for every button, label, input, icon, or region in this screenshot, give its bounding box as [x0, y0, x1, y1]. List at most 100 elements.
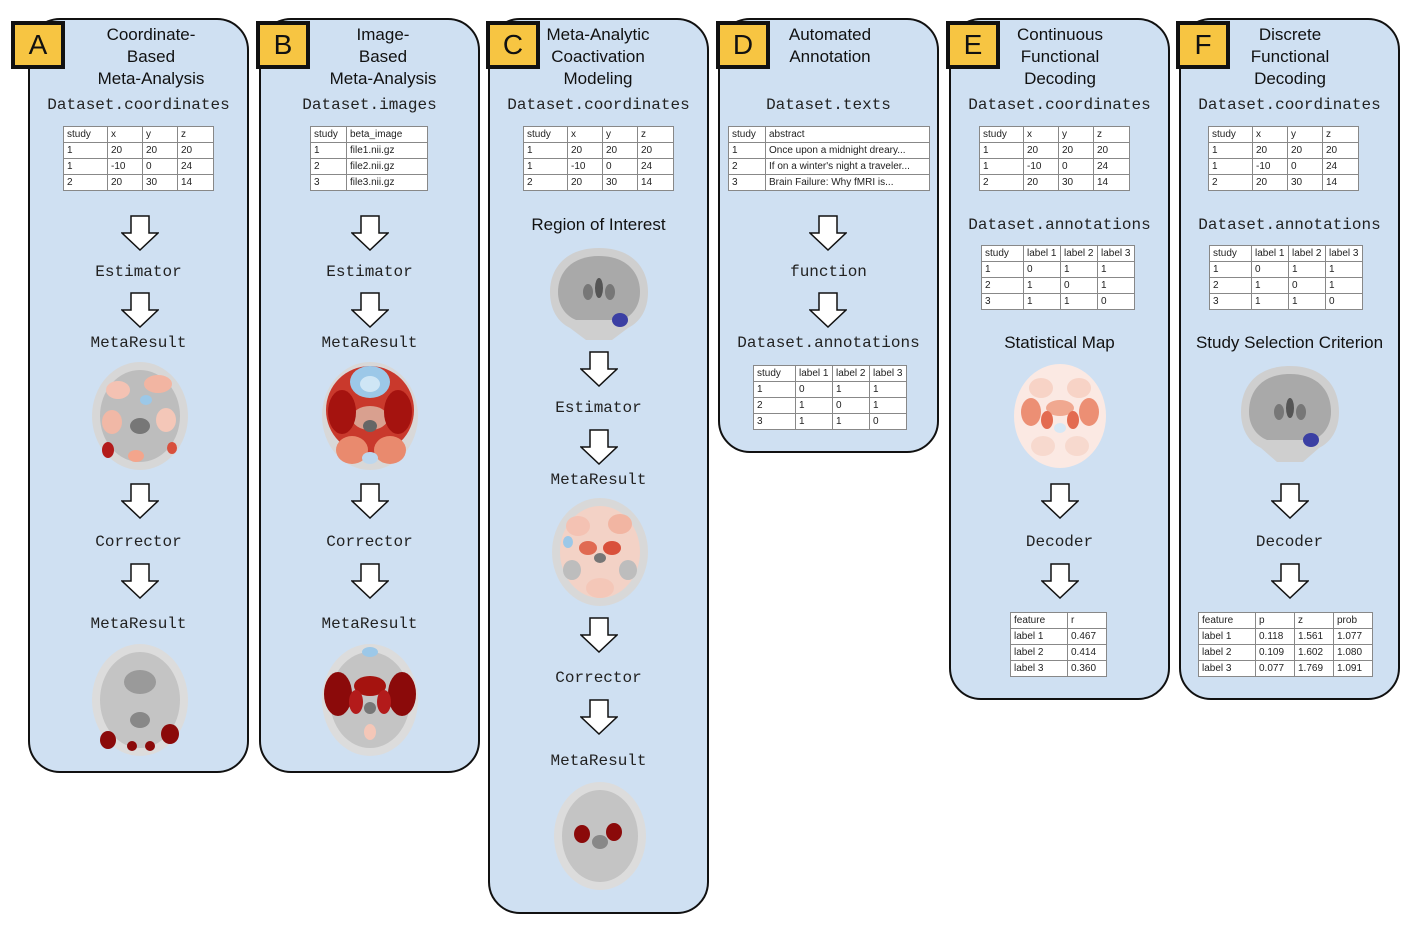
panel-f-decoder-label: Decoder: [1255, 533, 1324, 551]
panel-e-annotations-label: Dataset.annotations: [968, 216, 1151, 234]
panel-d-function-label: function: [790, 263, 867, 281]
panel-d-title: Automated Annotation: [788, 25, 872, 66]
panel-d-dataset-label: Dataset.texts: [766, 96, 891, 114]
down-arrow-icon: [580, 429, 618, 465]
table-header-row: study label 1 label 2 label 3: [1209, 245, 1363, 262]
panel-b-step-corrector: Corrector: [326, 533, 413, 551]
down-arrow-icon: [121, 563, 159, 599]
table-header-row: feature r: [1010, 612, 1107, 629]
axial-statistical-map-image: [1014, 364, 1106, 468]
axial-brain-map-image: [552, 498, 648, 606]
down-arrow-icon: [351, 483, 389, 519]
down-arrow-icon: [121, 483, 159, 519]
panel-d-badge: D: [716, 21, 770, 69]
panel-f-dataset-label: Dataset.coordinates: [1198, 96, 1381, 114]
axial-brain-map-image: [554, 782, 646, 890]
panel-b-step-estimator: Estimator: [326, 263, 413, 281]
panel-c-roi-label: Region of Interest: [531, 215, 666, 234]
down-arrow-icon: [1041, 483, 1079, 519]
down-arrow-icon: [809, 292, 847, 328]
panel-a-step-corrector: Corrector: [95, 533, 182, 551]
panel-b-step-metaresult-corrected: MetaResult: [321, 615, 418, 633]
table-header-row: feature p z prob: [1198, 612, 1373, 629]
panel-a-title: Coordinate- Based Meta-Analysis: [97, 25, 205, 88]
panel-b-step-metaresult: MetaResult: [321, 334, 418, 352]
panel-d-output-label: Dataset.annotations: [737, 334, 920, 352]
table-header-row: study x y z: [63, 126, 214, 143]
down-arrow-icon: [1271, 483, 1309, 519]
panel-b-dataset-label: Dataset.images: [302, 96, 437, 114]
table-header-row: study label 1 label 2 label 3: [981, 245, 1135, 262]
axial-brain-map-image: [92, 362, 188, 470]
down-arrow-icon: [121, 292, 159, 328]
panel-f-annotations-label: Dataset.annotations: [1198, 216, 1381, 234]
down-arrow-icon: [1041, 563, 1079, 599]
panel-c-badge: C: [486, 21, 540, 69]
down-arrow-icon: [121, 215, 159, 251]
panel-c-step-estimator: Estimator: [555, 399, 642, 417]
down-arrow-icon: [351, 215, 389, 251]
table-header-row: study x y z: [1208, 126, 1359, 143]
panel-e-decoder-label: Decoder: [1025, 533, 1094, 551]
panel-e-title: Continuous Functional Decoding: [1016, 25, 1103, 88]
down-arrow-icon: [351, 292, 389, 328]
panel-f-badge: F: [1176, 21, 1230, 69]
panel-e-badge: E: [946, 21, 1000, 69]
panel-c-step-metaresult-corrected: MetaResult: [550, 752, 647, 770]
panel-b-title: Image- Based Meta-Analysis: [329, 25, 437, 88]
panel-a-badge: A: [11, 21, 65, 69]
table-header-row: study x y z: [523, 126, 674, 143]
panel-f-title: Discrete Functional Decoding: [1250, 25, 1330, 88]
panel-c-step-metaresult: MetaResult: [550, 471, 647, 489]
panel-c-step-corrector: Corrector: [555, 669, 642, 687]
panel-a-step-metaresult: MetaResult: [90, 334, 187, 352]
table-header-row: study abstract: [728, 126, 930, 143]
down-arrow-icon: [580, 351, 618, 387]
axial-brain-map-image: [322, 644, 418, 756]
panel-e-dataset-label: Dataset.coordinates: [968, 96, 1151, 114]
panel-c-title: Meta-Analytic Coactivation Modeling: [546, 25, 650, 88]
table-header-row: study x y z: [979, 126, 1130, 143]
table-header-row: study label 1 label 2 label 3: [753, 365, 907, 382]
panel-a-step-metaresult-corrected: MetaResult: [90, 615, 187, 633]
coronal-brain-roi-image: [550, 248, 648, 340]
table-header-row: study beta_image: [310, 126, 428, 143]
axial-brain-map-image: [322, 362, 418, 470]
coronal-brain-roi-image: [1241, 366, 1339, 462]
panel-a-dataset-label: Dataset.coordinates: [47, 96, 230, 114]
down-arrow-icon: [580, 699, 618, 735]
down-arrow-icon: [351, 563, 389, 599]
